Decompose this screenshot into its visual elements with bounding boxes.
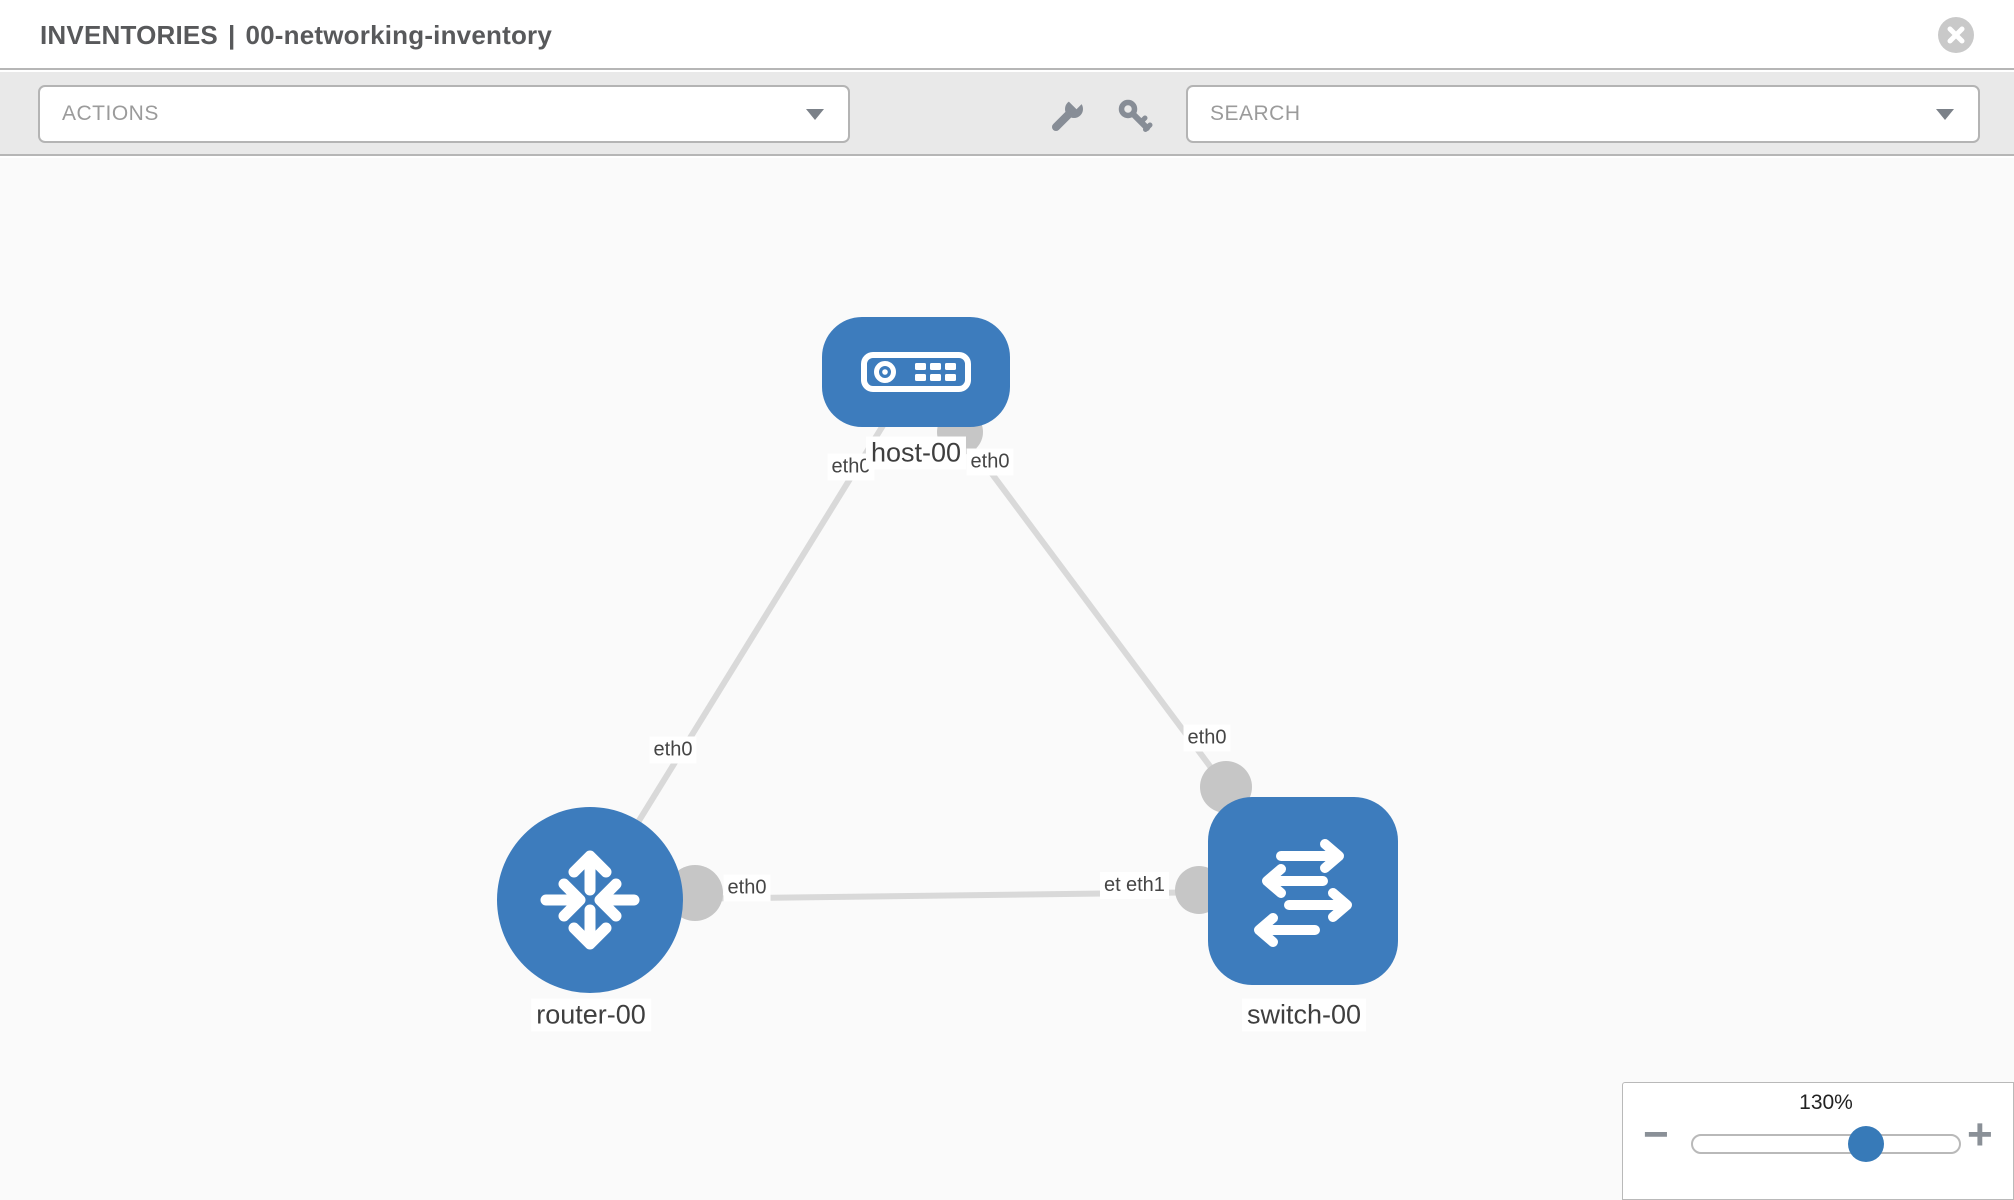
close-icon (1947, 26, 1965, 44)
zoom-in-button[interactable]: + (1967, 1110, 1993, 1159)
actions-dropdown[interactable]: ACTIONS (38, 85, 850, 143)
close-button[interactable] (1938, 17, 1974, 53)
breadcrumb-section: INVENTORIES (40, 20, 218, 50)
interface-label[interactable]: eth1 (1122, 872, 1169, 899)
configure-button[interactable] (1048, 97, 1086, 135)
search-dropdown[interactable]: SEARCH (1186, 85, 1980, 143)
node-label-switch: switch-00 (1241, 998, 1367, 1032)
links-layer (587, 370, 1306, 921)
interface-label[interactable]: eth0 (649, 736, 697, 764)
wrench-icon (1052, 97, 1085, 131)
node-label-host: host-00 (865, 436, 967, 470)
inventory-name: 00-networking-inventory (245, 20, 553, 50)
interface-label[interactable]: eth0 (1183, 724, 1231, 752)
host-icon (861, 352, 971, 392)
chevron-down-icon (806, 109, 824, 120)
toolbar: ACTIONS SEARCH (0, 72, 2014, 156)
search-placeholder: SEARCH (1210, 102, 1301, 125)
router-icon (540, 850, 640, 950)
breadcrumb-separator: | (227, 20, 236, 50)
key-icon (1118, 99, 1153, 132)
page-header: INVENTORIES | 00-networking-inventory (0, 0, 2014, 70)
zoom-slider-track[interactable] (1691, 1126, 1961, 1162)
zoom-slider-handle[interactable] (1848, 1126, 1884, 1162)
page-title: INVENTORIES | 00-networking-inventory (40, 0, 562, 70)
zoom-level: 130% (1799, 1091, 1853, 1114)
node-router-00[interactable] (497, 807, 683, 993)
switch-icon (1254, 839, 1352, 947)
node-switch-00[interactable] (1208, 797, 1398, 985)
node-label-router: router-00 (531, 998, 651, 1032)
chevron-down-icon (1936, 109, 1954, 120)
actions-dropdown-label: ACTIONS (62, 102, 159, 125)
topology-canvas[interactable]: eth0 eth0 eth0 eth0 eth0 eth0 eth1 host-… (0, 158, 2014, 1200)
credentials-button[interactable] (1116, 97, 1154, 135)
node-host-00[interactable] (822, 317, 1010, 427)
zoom-control-panel: 130% − + (1622, 1082, 2014, 1200)
zoom-out-button[interactable]: − (1643, 1110, 1669, 1159)
interface-label[interactable]: eth0 (966, 448, 1014, 476)
interface-label[interactable]: eth0 (723, 874, 771, 902)
